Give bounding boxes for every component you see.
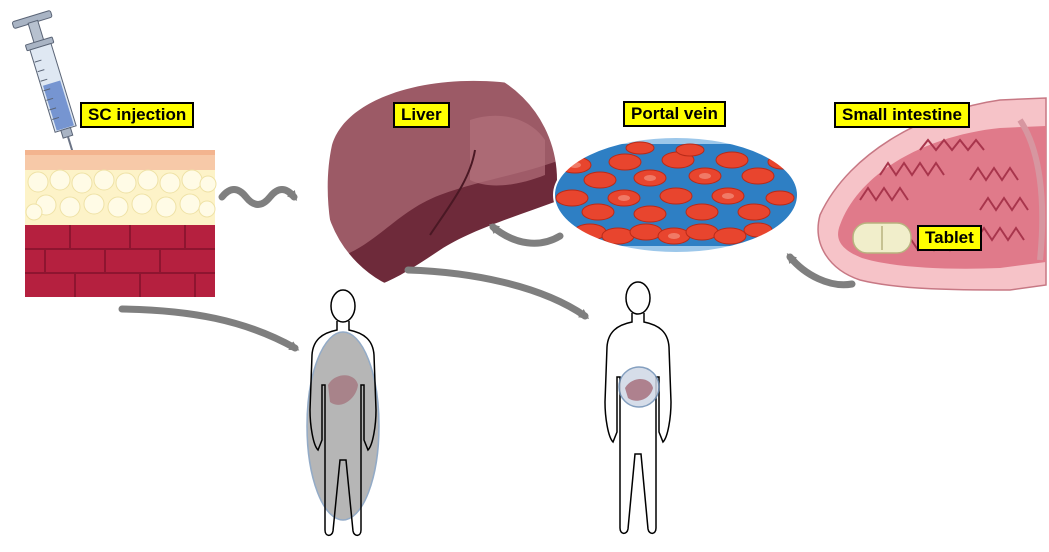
arrow-portal-to-liver xyxy=(489,223,564,247)
human-figure-liver-targeted xyxy=(604,281,672,535)
human-figure-systemic xyxy=(306,289,380,537)
arrow-intestine-to-portal xyxy=(786,253,856,289)
syringe-icon xyxy=(11,10,90,206)
label-small-intestine: Small intestine xyxy=(834,102,970,128)
arrow-liver-to-body xyxy=(404,266,590,320)
portal-vein-illustration xyxy=(553,136,799,254)
liver-small-icon xyxy=(625,379,653,401)
arrow-skin-to-body xyxy=(118,305,300,352)
label-sc-injection: SC injection xyxy=(80,102,195,128)
skin-cross-section xyxy=(25,150,217,297)
tablet-icon xyxy=(852,222,912,254)
liver-illustration xyxy=(321,61,559,299)
label-tablet: Tablet xyxy=(917,225,982,251)
label-portal-vein: Portal vein xyxy=(623,101,726,127)
arrows xyxy=(118,186,856,352)
squiggle-arrow xyxy=(218,186,298,208)
label-liver: Liver xyxy=(393,102,450,128)
liver-small-icon xyxy=(328,375,358,405)
